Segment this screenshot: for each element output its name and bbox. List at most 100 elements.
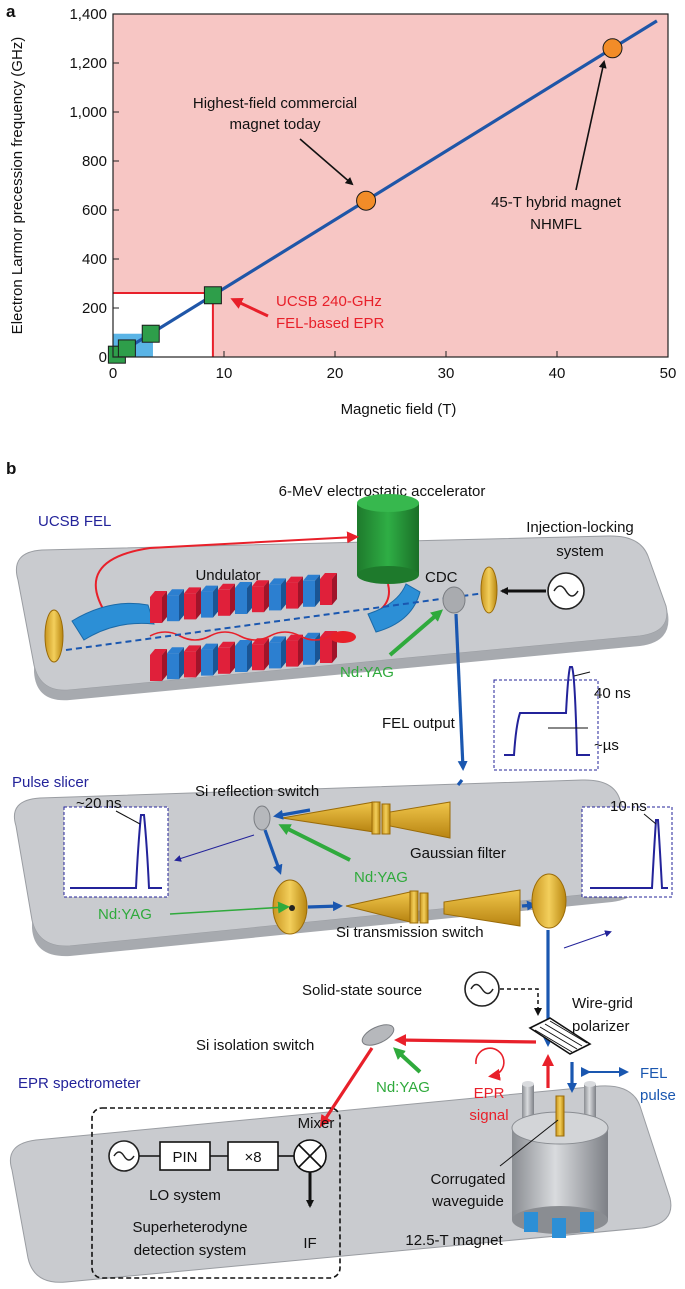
undulator-top-row bbox=[150, 573, 337, 623]
undulator-top-block-side-9 bbox=[315, 574, 320, 607]
annotation-ucsb-line2: FEL-based EPR bbox=[276, 315, 385, 332]
undulator-top-block-side-2 bbox=[196, 587, 201, 620]
undulator-top-block-top-6 bbox=[252, 580, 269, 587]
sliced-pulse-inset-20ns bbox=[63, 806, 169, 898]
x-tick-label-2: 20 bbox=[327, 365, 344, 382]
undulator-bottom-block-face-6 bbox=[252, 644, 264, 671]
data-square-3 bbox=[203, 286, 222, 305]
undulator-top-block-top-0 bbox=[150, 591, 167, 597]
y-tick-label-4: 800 bbox=[82, 153, 107, 170]
panel-b-label: b bbox=[6, 459, 16, 478]
data-square-1 bbox=[117, 339, 136, 358]
magnet-label: 12.5-T magnet bbox=[405, 1232, 503, 1249]
x-tick-label-4: 40 bbox=[549, 365, 566, 382]
annotation-commercial-line1: Highest-field commercial bbox=[193, 95, 357, 112]
pulse-us-label: ~µs bbox=[594, 737, 619, 754]
undulator-bottom-block-top-7 bbox=[269, 636, 286, 643]
y-axis-label: Electron Larmor precession frequency (GH… bbox=[9, 37, 26, 335]
data-circle-0 bbox=[356, 190, 377, 211]
undulator-bottom-block-top-0 bbox=[150, 649, 167, 655]
undulator-top-block-top-5 bbox=[235, 582, 252, 588]
cavity-mirror-right bbox=[480, 566, 498, 614]
undulator-top-block-face-1 bbox=[167, 595, 179, 622]
undulator-bottom-block-top-9 bbox=[303, 632, 320, 639]
x-tick-label-3: 30 bbox=[438, 365, 455, 382]
epr-platform bbox=[10, 1085, 672, 1283]
undulator-bottom-block-face-0 bbox=[150, 655, 162, 681]
undulator-top-block-top-1 bbox=[167, 589, 184, 596]
x-tick-label-0: 0 bbox=[109, 365, 117, 382]
undulator-bottom-block-face-2 bbox=[184, 651, 196, 678]
undulator-top-block-side-5 bbox=[247, 582, 252, 614]
pulse-10ns-label: 10 ns bbox=[610, 798, 647, 815]
cdc-label: CDC bbox=[425, 569, 458, 586]
y-tick-label-3: 600 bbox=[82, 202, 107, 219]
si-reflection-switch bbox=[253, 805, 271, 831]
x-axis-label: Magnetic field (T) bbox=[341, 401, 457, 418]
undulator-label: Undulator bbox=[195, 567, 260, 584]
ndyag-arrow-cdc bbox=[388, 609, 444, 657]
beam-to-reflection bbox=[273, 808, 311, 820]
annotation-hybrid-arrow bbox=[575, 60, 607, 191]
si-transmission-label: Si transmission switch bbox=[336, 924, 484, 941]
annotation-commercial-line2: magnet today bbox=[230, 116, 321, 133]
undulator-top-block-top-9 bbox=[303, 574, 320, 581]
undulator-bottom-block-side-6 bbox=[264, 638, 269, 671]
undulator-bottom-block-side-1 bbox=[179, 647, 184, 680]
undulator-top-block-top-8 bbox=[286, 576, 303, 583]
fel-pulse-inset bbox=[493, 666, 599, 771]
undulator-bottom-block-side-0 bbox=[162, 649, 167, 681]
wiggling-electron-path bbox=[149, 631, 331, 641]
undulator-bottom-block-side-9 bbox=[315, 632, 320, 665]
undulator-top-block-top-10 bbox=[320, 573, 337, 579]
ndyag-arrow-isolation bbox=[393, 1047, 422, 1074]
data-circle-1 bbox=[602, 38, 623, 59]
annotation-commercial-arrow bbox=[299, 138, 354, 186]
si-transmission-mirror-left bbox=[272, 879, 308, 935]
electron-bunch bbox=[330, 631, 356, 643]
inset-20ns-pointer bbox=[174, 834, 255, 862]
superhet-label-line1: Superheterodyne bbox=[132, 1219, 247, 1236]
undulator-top-block-face-2 bbox=[184, 593, 196, 620]
plot-marks bbox=[107, 19, 658, 364]
mixer-label: Mixer bbox=[298, 1115, 335, 1132]
plot-frame bbox=[112, 13, 669, 358]
undulator-bottom-block-side-5 bbox=[247, 640, 252, 672]
undulator-top-block-face-6 bbox=[252, 586, 264, 613]
pulse-20ns-label: ~20 ns bbox=[76, 795, 121, 812]
corrugated-label-line1: Corrugated bbox=[430, 1171, 505, 1188]
epr-signal-label-line2: signal bbox=[469, 1107, 508, 1124]
wire-grid-polarizer bbox=[528, 1017, 592, 1055]
si-isolation-label: Si isolation switch bbox=[196, 1037, 314, 1054]
undulator-bottom-block-top-1 bbox=[167, 647, 184, 654]
undulator-top-block-top-3 bbox=[201, 585, 218, 592]
signal-to-mixer bbox=[319, 1047, 374, 1128]
undulator-bottom-block-face-7 bbox=[269, 642, 281, 669]
undulator-bottom-row bbox=[150, 631, 337, 681]
pulse-slicer-label: Pulse slicer bbox=[12, 774, 89, 791]
panel-a-label: a bbox=[6, 2, 16, 21]
annotation-ucsb-line1: UCSB 240-GHz bbox=[276, 293, 382, 310]
undulator-top-block-face-8 bbox=[286, 582, 298, 609]
superheterodyne-box bbox=[91, 1107, 341, 1279]
undulator-bottom-block-face-3 bbox=[201, 649, 213, 676]
mirror-right bbox=[531, 873, 567, 929]
accelerator-label: 6-MeV electrostatic accelerator bbox=[279, 483, 486, 500]
pulse-40ns-label: 40 ns bbox=[594, 685, 631, 702]
fel-output-beam bbox=[454, 613, 468, 771]
ndyag-label-isolation: Nd:YAG bbox=[376, 1079, 430, 1096]
mixer-icon bbox=[293, 1139, 327, 1173]
y-tick-label-7: 1,400 bbox=[69, 6, 107, 23]
ucsb-fel-label: UCSB FEL bbox=[38, 513, 111, 530]
electrostatic-accelerator bbox=[357, 494, 419, 584]
undulator-top-block-face-5 bbox=[235, 588, 247, 614]
y-tick-label-5: 1,000 bbox=[69, 104, 107, 121]
ndyag-arrow-reflection bbox=[278, 824, 351, 862]
undulator-top-block-side-0 bbox=[162, 591, 167, 623]
undulator-top-block-side-8 bbox=[298, 576, 303, 609]
injection-label-line1: Injection-locking bbox=[526, 519, 634, 536]
cavity-mirror-left bbox=[44, 609, 64, 663]
corrugated-waveguide bbox=[555, 1095, 565, 1137]
undulator-bottom-block-side-2 bbox=[196, 645, 201, 678]
